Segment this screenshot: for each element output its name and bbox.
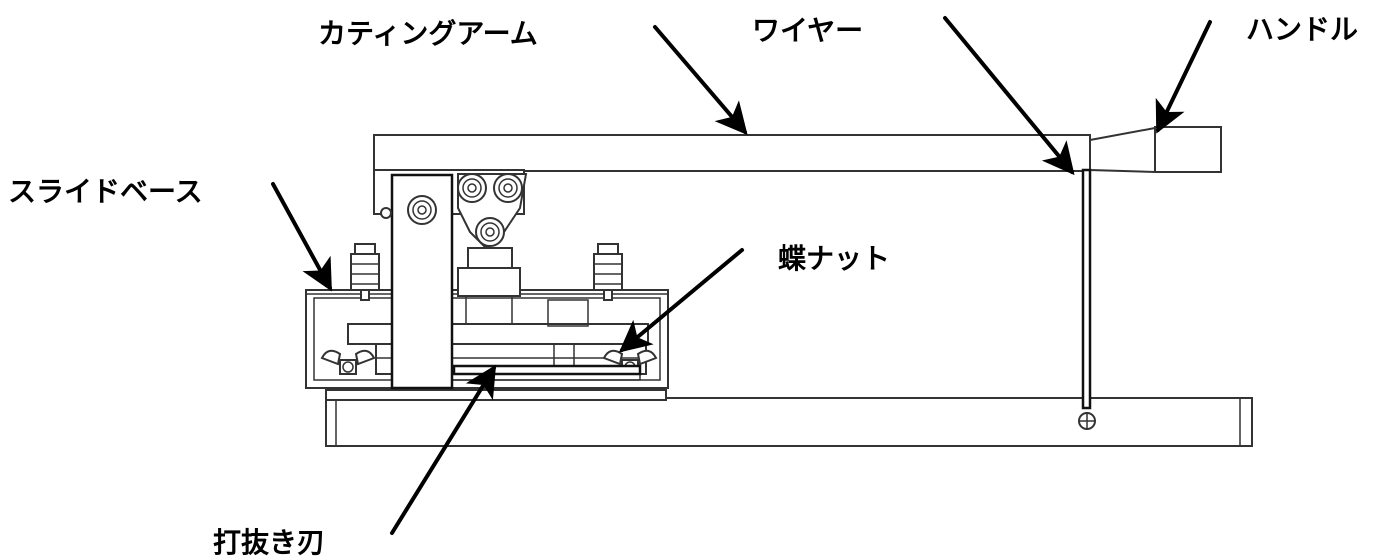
punch-blade xyxy=(452,364,642,376)
label-wire: ワイヤー xyxy=(752,14,863,47)
arrow-wing-nut xyxy=(618,248,744,353)
link-arm xyxy=(380,173,454,390)
arrows xyxy=(271,16,1212,535)
arrow-punch-blade xyxy=(390,364,497,535)
arrow-wire xyxy=(943,16,1075,176)
label-wing-nut: 蝶ナット xyxy=(778,242,890,275)
arrow-slide-base xyxy=(271,182,332,292)
label-punch-blade: 打抜き刃 xyxy=(213,526,325,559)
arrow-handle xyxy=(1155,20,1212,134)
wire xyxy=(1078,168,1096,430)
arrow-cutting-arm xyxy=(653,25,748,136)
label-handle: ハンドル xyxy=(1246,13,1358,46)
label-cutting-arm: カティングアーム xyxy=(318,17,538,50)
label-slide-base: スライドベース xyxy=(8,175,203,208)
pivot-gears xyxy=(457,173,589,373)
